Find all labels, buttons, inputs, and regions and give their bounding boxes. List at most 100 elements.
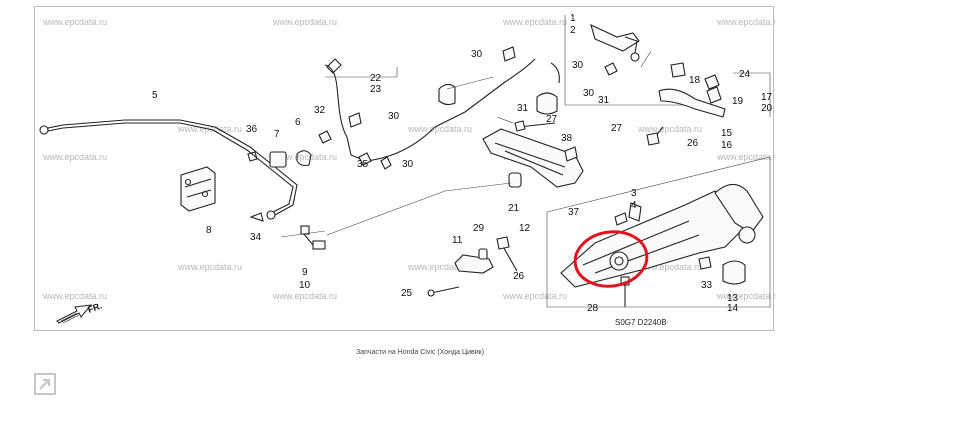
bolt-27	[514, 120, 526, 132]
callout-30c: 30	[402, 159, 414, 170]
bolt-33	[698, 256, 712, 270]
clip-bolt-30b	[502, 46, 516, 62]
bolt-32	[318, 130, 332, 144]
expand-arrow-icon	[34, 373, 56, 395]
upper-arm-body	[590, 23, 640, 52]
callout-32: 32	[314, 105, 326, 116]
stabilizer-bracket	[180, 166, 216, 212]
watermark: www.epcdata.ru	[407, 124, 472, 134]
bushing-13	[722, 260, 746, 285]
watermark: www.epcdata.ru	[637, 124, 702, 134]
leader-lines	[280, 50, 652, 238]
bolt-25	[430, 286, 460, 294]
lower-arm	[482, 120, 584, 188]
bracket-plate	[180, 166, 216, 212]
watermark: www.epcdata.ru	[502, 291, 567, 301]
group-box-trailing-arm	[546, 156, 771, 308]
watermark: www.epcdata.ru	[502, 17, 567, 27]
group-bracket-17-20	[733, 72, 771, 117]
watermark: www.epcdata.ru	[42, 291, 107, 301]
callout-13: 13	[727, 293, 739, 304]
bolt-26-head	[496, 236, 510, 250]
callout-5: 5	[152, 90, 158, 101]
trailing-arm	[560, 126, 764, 307]
upper-arm	[590, 23, 726, 118]
callout-7: 7	[274, 129, 280, 140]
hub	[738, 226, 756, 244]
callouts: 1 2 3 4 5 6 7 8 9 10 11 12 13 14 15 16 1…	[152, 13, 773, 314]
watermark: www.epcdata.ru	[272, 152, 337, 162]
bushing-29	[478, 248, 488, 260]
callout-30b: 30	[388, 111, 400, 122]
callout-15: 15	[721, 128, 733, 139]
watermark: www.epcdata.ru	[716, 17, 775, 27]
callout-3: 3	[631, 188, 637, 199]
direction-label: FR.	[86, 301, 103, 315]
callout-8: 8	[206, 225, 212, 236]
grommet	[438, 83, 456, 106]
watermark: www.epcdata.ru	[407, 262, 472, 272]
nut-34	[249, 212, 264, 222]
callout-28: 28	[587, 303, 599, 314]
callout-18: 18	[689, 75, 701, 86]
watermark: www.epcdata.ru	[177, 262, 242, 272]
callout-17: 17	[761, 92, 773, 103]
bolt-35	[358, 152, 372, 166]
group-boxes	[546, 15, 771, 308]
fasteners	[318, 62, 618, 170]
callout-30: 30	[471, 49, 483, 60]
diagram-code: S0G7 D2240B	[615, 318, 667, 327]
ball-joint	[630, 52, 640, 62]
callout-25: 25	[401, 288, 413, 299]
callout-30e: 30	[583, 88, 595, 99]
callout-23: 23	[370, 84, 382, 95]
callout-35: 35	[357, 159, 369, 170]
knuckle	[714, 183, 764, 234]
nut-30	[380, 156, 392, 170]
callout-31: 31	[517, 103, 529, 114]
bolt-27-line	[518, 122, 556, 128]
bushing-21	[508, 172, 522, 188]
callout-6: 6	[295, 117, 301, 128]
callout-33: 33	[701, 280, 713, 291]
callout-16: 16	[721, 140, 733, 151]
stabilizer-link	[249, 212, 326, 250]
callout-14: 14	[727, 303, 739, 314]
compensator-arm	[427, 236, 518, 297]
bolt-30-upper	[604, 62, 618, 76]
watermark: www.epcdata.ru	[716, 152, 775, 162]
callout-2: 2	[570, 25, 576, 36]
front-direction-arrow: FR.	[56, 301, 103, 324]
bushing-19	[706, 86, 722, 104]
lateral-link	[658, 88, 726, 118]
stabilizer-bar-rod	[42, 119, 298, 216]
callout-26: 26	[513, 271, 525, 282]
watermark: www.epcdata.ru	[272, 291, 337, 301]
callout-27b: 27	[611, 123, 623, 134]
expand-button[interactable]	[34, 373, 56, 395]
callout-19: 19	[732, 96, 744, 107]
highlight-ring	[573, 230, 649, 288]
image-caption: Запчасти на Honda Civic (Хонда Цивик)	[355, 349, 485, 356]
bolt-36	[247, 151, 258, 162]
stabilizer-bar	[39, 119, 298, 220]
callout-30d: 30	[572, 60, 584, 71]
bolt-37	[614, 212, 628, 226]
callout-10: 10	[299, 280, 311, 291]
bar-end-eye	[39, 125, 49, 135]
trailing-arm-bushing	[609, 251, 629, 271]
callout-27: 27	[546, 114, 558, 125]
callout-20: 20	[761, 103, 773, 114]
callout-36: 36	[246, 124, 258, 135]
watermark: www.epcdata.ru	[42, 152, 107, 162]
bolt-24	[670, 62, 686, 78]
callout-29: 29	[473, 223, 485, 234]
watermark: www.epcdata.ru	[716, 291, 775, 301]
callout-26b: 26	[687, 138, 699, 149]
holder-clamp	[296, 150, 312, 167]
callout-9: 9	[302, 267, 308, 278]
callout-38: 38	[561, 133, 573, 144]
sensor-head	[326, 58, 342, 74]
bracket-3	[628, 202, 642, 222]
callout-22: 22	[370, 73, 382, 84]
